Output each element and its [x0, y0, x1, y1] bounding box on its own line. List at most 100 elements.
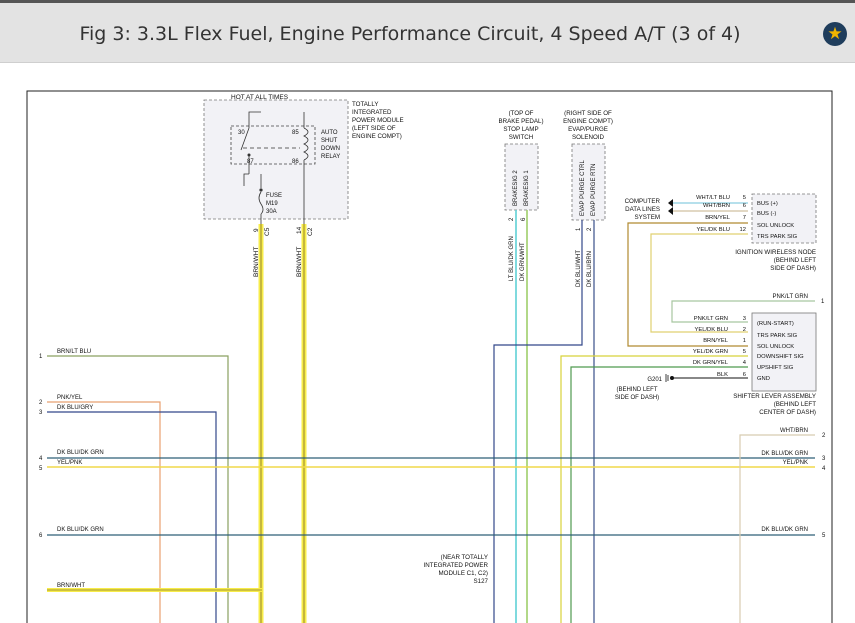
left-wire-7-label: BRN/WHT	[57, 583, 85, 589]
svg-text:DATA LINES: DATA LINES	[625, 206, 660, 213]
svg-text:DK GRN/YEL: DK GRN/YEL	[693, 360, 729, 366]
tipm-c2-conn: C2	[307, 227, 314, 236]
svg-text:(LEFT SIDE OF: (LEFT SIDE OF	[352, 125, 396, 132]
svg-text:30A: 30A	[266, 209, 277, 215]
svg-text:SWITCH: SWITCH	[509, 134, 533, 141]
svg-text:1: 1	[576, 227, 582, 231]
svg-text:SYSTEM: SYSTEM	[635, 214, 660, 221]
relay-pin-30: 30	[238, 130, 245, 136]
star-icon[interactable]: ★	[823, 22, 847, 46]
svg-text:(BEHIND LEFT: (BEHIND LEFT	[774, 257, 817, 264]
svg-text:TOTALLY: TOTALLY	[352, 101, 378, 108]
svg-text:LT BLU/DK GRN: LT BLU/DK GRN	[509, 236, 515, 281]
tipm-label: TOTALLY INTEGRATED POWER MODULE (LEFT SI…	[352, 101, 404, 140]
svg-text:TRS PARK SIG: TRS PARK SIG	[757, 333, 798, 339]
asd-relay-label: AUTO SHUT DOWN RELAY	[321, 130, 340, 160]
right-wire-5-num: 5	[822, 533, 826, 539]
svg-text:DK BLU/BRN: DK BLU/BRN	[587, 251, 593, 287]
svg-text:YEL/DK BLU: YEL/DK BLU	[696, 227, 730, 233]
left-wire-4-label: DK BLU/DK GRN	[57, 450, 104, 456]
left-wire-5-num: 5	[39, 466, 43, 472]
shifter-lever-assembly-box	[751, 312, 817, 392]
svg-text:YEL/DK BLU: YEL/DK BLU	[694, 327, 728, 333]
wire-pnk-lt-grn	[671, 300, 815, 323]
svg-text:M19: M19	[266, 201, 278, 207]
wire-dk-blu-gry	[47, 411, 217, 623]
fuse-m19-label: FUSE M19 30A	[266, 193, 282, 215]
svg-text:4: 4	[743, 360, 747, 366]
svg-text:BRN/YEL: BRN/YEL	[705, 215, 731, 221]
computer-data-lines-label: COMPUTER DATA LINES SYSTEM	[625, 198, 661, 221]
left-wire-2-num: 2	[39, 400, 43, 406]
figure-title: Fig 3: 3.3L Flex Fuel, Engine Performanc…	[79, 23, 741, 45]
svg-text:WHT/LT BLU: WHT/LT BLU	[696, 195, 730, 201]
svg-text:DOWNSHIFT SIG: DOWNSHIFT SIG	[757, 354, 804, 360]
figure-header: Fig 3: 3.3L Flex Fuel, Engine Performanc…	[0, 3, 855, 63]
svg-text:6: 6	[743, 372, 746, 378]
svg-text:FUSE: FUSE	[266, 193, 282, 199]
svg-text:SOL UNLOCK: SOL UNLOCK	[757, 344, 794, 350]
svg-text:SHIFTER LEVER ASSEMBLY: SHIFTER LEVER ASSEMBLY	[733, 393, 816, 400]
svg-text:STOP LAMP: STOP LAMP	[503, 126, 538, 133]
right-wire-2-label: WHT/BRN	[780, 428, 808, 434]
shifter-pnk-lt-grn-label: PNK/LT GRN	[773, 294, 808, 300]
svg-text:(RIGHT SIDE OF: (RIGHT SIDE OF	[564, 110, 612, 117]
shifter-connector-rows: PNK/LT GRN 3 (RUN-START) YEL/DK BLU 2 TR…	[693, 316, 804, 382]
tipm-box	[203, 99, 349, 220]
svg-text:1: 1	[821, 299, 825, 305]
left-wire-1-label: BRN/LT BLU	[57, 349, 91, 355]
svg-text:EVAP PURGE RTN: EVAP PURGE RTN	[591, 164, 597, 216]
svg-text:5: 5	[743, 195, 746, 201]
svg-text:YEL/DK GRN: YEL/DK GRN	[693, 349, 728, 355]
svg-text:2: 2	[743, 327, 746, 333]
right-wire-5-label: DK BLU/DK GRN	[761, 527, 808, 533]
svg-text:SOLENOID: SOLENOID	[572, 134, 605, 141]
diagram-frame	[26, 90, 833, 623]
svg-text:12: 12	[740, 227, 746, 233]
svg-text:GND: GND	[757, 376, 770, 382]
svg-text:BRAKESIG 1: BRAKESIG 1	[524, 170, 530, 206]
svg-text:TRS PARK SIG: TRS PARK SIG	[757, 234, 798, 240]
svg-text:6: 6	[521, 217, 527, 221]
svg-text:RELAY: RELAY	[321, 154, 340, 160]
tipm-c2-pin: 14	[296, 226, 303, 234]
svg-text:SOL UNLOCK: SOL UNLOCK	[757, 223, 794, 229]
svg-text:SIDE OF DASH): SIDE OF DASH)	[770, 265, 816, 272]
svg-text:(BEHIND LEFT: (BEHIND LEFT	[774, 401, 817, 408]
asd-relay-box	[230, 125, 316, 165]
tipm-c2-wire-label: BRN/WHT	[296, 247, 303, 277]
svg-text:WHT/BRN: WHT/BRN	[703, 203, 730, 209]
svg-text:EVAP/PURGE: EVAP/PURGE	[568, 126, 608, 133]
svg-text:SHUT: SHUT	[321, 138, 338, 144]
wire-brn-yel	[627, 222, 748, 347]
svg-text:BUS (+): BUS (+)	[757, 201, 778, 207]
relay-pin-85: 85	[292, 130, 299, 136]
left-wire-4-num: 4	[39, 456, 43, 462]
evap-solenoid-box	[571, 143, 606, 221]
stop-lamp-switch-box	[504, 143, 539, 211]
tipm-c5-pin: 9	[253, 228, 260, 232]
left-wire-1-num: 1	[39, 354, 43, 360]
svg-text:INTEGRATED: INTEGRATED	[352, 109, 392, 116]
wire-yel-dk-blu	[650, 233, 748, 333]
svg-text:(NEAR TOTALLY: (NEAR TOTALLY	[441, 554, 488, 561]
svg-text:(BEHIND LEFT: (BEHIND LEFT	[616, 387, 657, 393]
svg-text:IGNITION WIRELESS NODE: IGNITION WIRELESS NODE	[735, 249, 816, 256]
left-wire-3-label: DK BLU/GRY	[57, 405, 93, 411]
svg-text:UPSHIFT SIG: UPSHIFT SIG	[757, 365, 794, 371]
wire-brn-lt-blu	[47, 355, 229, 623]
splice-s127-label: (NEAR TOTALLY INTEGRATED POWER MODULE C1…	[423, 554, 488, 585]
wiring-diagram: HOT AT ALL TIMES TOTALLY INTEGRATED POWE…	[26, 90, 833, 623]
wire-yel-dk-grn	[560, 355, 748, 623]
hot-at-all-times-label: HOT AT ALL TIMES	[231, 94, 289, 101]
ignition-wireless-node-box	[751, 193, 817, 244]
svg-text:7: 7	[743, 215, 746, 221]
svg-text:SIDE OF DASH): SIDE OF DASH)	[615, 395, 659, 401]
svg-text:1: 1	[743, 338, 746, 344]
svg-text:BUS (-): BUS (-)	[757, 211, 776, 217]
svg-text:BRN/YEL: BRN/YEL	[703, 338, 729, 344]
svg-text:AUTO: AUTO	[321, 130, 338, 136]
ignition-wireless-node-label: IGNITION WIRELESS NODE (BEHIND LEFT SIDE…	[735, 249, 816, 272]
svg-text:PNK/LT GRN: PNK/LT GRN	[694, 316, 728, 322]
svg-text:3: 3	[743, 316, 746, 322]
